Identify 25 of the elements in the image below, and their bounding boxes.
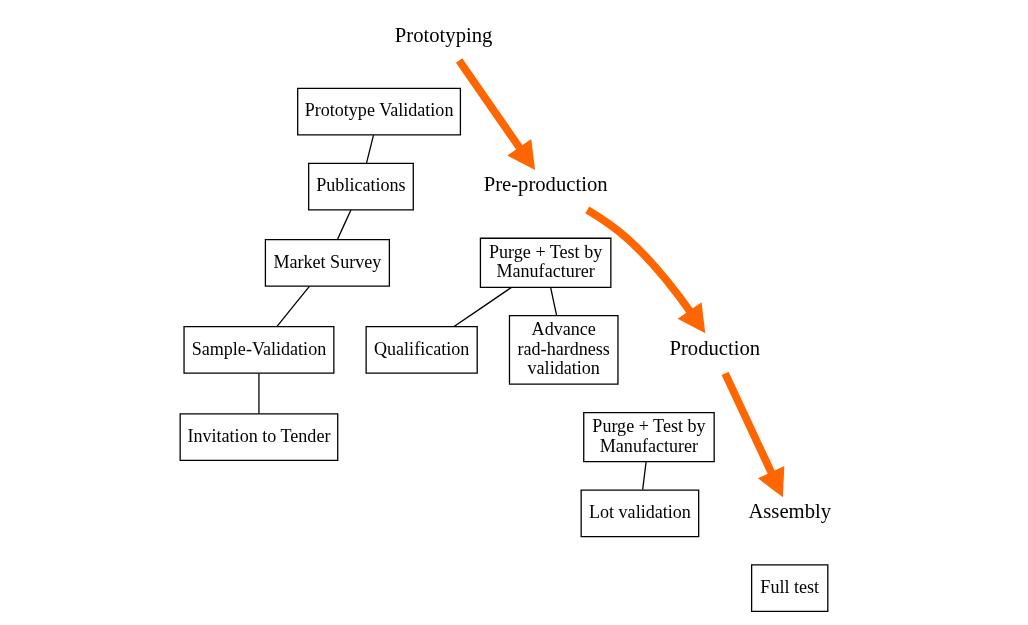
- node-box: Purge + Test by Manufacturer: [583, 411, 715, 463]
- arrow: [455, 58, 536, 171]
- node-box: Publications: [308, 162, 414, 211]
- node-box: Sample-Validation: [183, 326, 335, 374]
- node-text: Prototyping: [394, 23, 493, 46]
- node-box: Full test: [750, 564, 829, 613]
- node-text: Production: [669, 336, 761, 359]
- connector: [258, 372, 260, 415]
- node-box: Advance rad-hardness validation: [508, 315, 619, 385]
- arrow: [585, 206, 706, 334]
- node-text: Pre-production: [483, 173, 608, 196]
- arrow: [721, 371, 785, 498]
- node-text: Assembly: [748, 500, 832, 523]
- node-box: Qualification: [365, 326, 478, 374]
- connector: [365, 134, 375, 164]
- connector: [642, 461, 647, 491]
- connector: [336, 209, 352, 241]
- connector: [453, 286, 513, 328]
- connector: [276, 285, 311, 327]
- node-box: Lot validation: [580, 489, 700, 538]
- node-box: Market Survey: [264, 238, 391, 287]
- node-box: Purge + Test by Manufacturer: [479, 237, 612, 288]
- node-box: Prototype Validation: [297, 87, 462, 136]
- connector: [550, 287, 558, 317]
- node-box: Invitation to Tender: [179, 413, 339, 461]
